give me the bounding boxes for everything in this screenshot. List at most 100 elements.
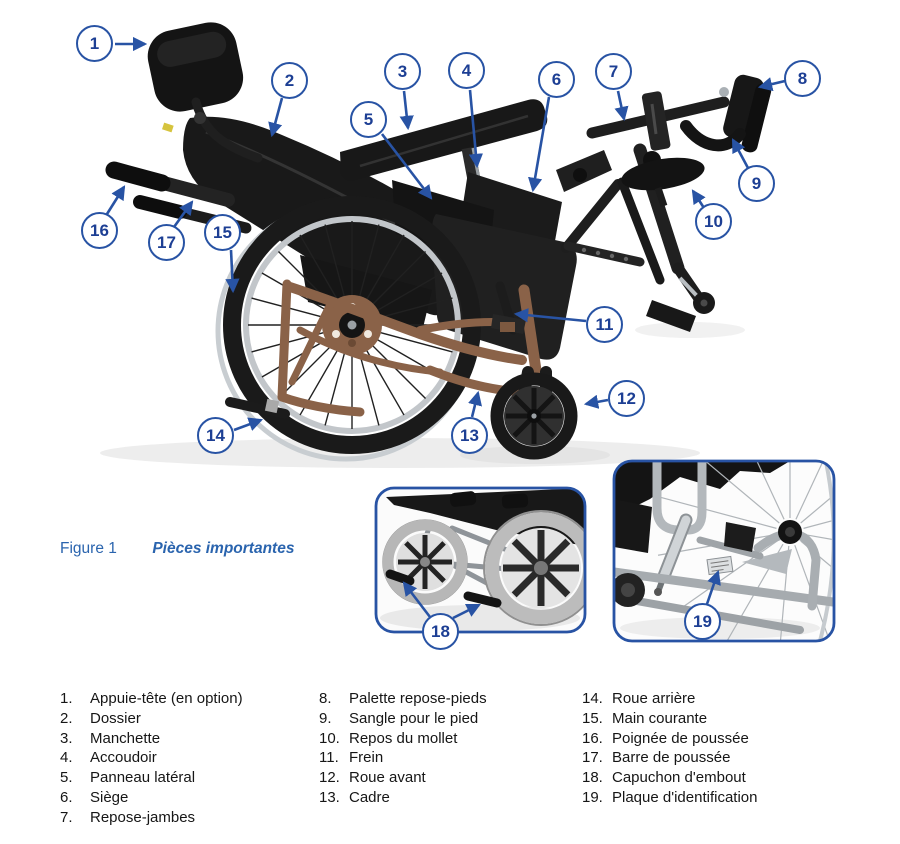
callout-arrow-11	[513, 308, 587, 323]
legend-item-4: 4. Accoudoir	[60, 748, 243, 768]
callout-arrow-8	[757, 77, 786, 92]
callout-9: 9	[738, 165, 775, 202]
legend-item-label: Accoudoir	[90, 749, 157, 767]
callout-1: 1	[76, 25, 113, 62]
callout-arrow-4	[468, 89, 484, 169]
callout-11: 11	[586, 306, 623, 343]
callout-14: 14	[197, 417, 234, 454]
legend-item-number: 4.	[60, 749, 73, 767]
anti-tip-bar	[225, 397, 290, 419]
legend-item-16: 16. Poignée de poussée	[582, 729, 757, 749]
headrest	[147, 22, 244, 112]
legend-item-7: 7. Repose-jambes	[60, 808, 243, 828]
callout-arrow-7	[614, 90, 629, 122]
legend-item-6: 6. Siège	[60, 788, 243, 808]
legend-item-3: 3. Manchette	[60, 729, 243, 749]
legend-item-number: 13.	[319, 788, 340, 806]
callout-arrow-16	[105, 185, 126, 215]
legend-item-label: Roue avant	[349, 769, 426, 787]
callout-2: 2	[271, 62, 308, 99]
legend-item-label: Manchette	[90, 729, 161, 747]
legend-item-number: 12.	[319, 769, 340, 787]
legend-item-label: Poignée de poussée	[612, 729, 749, 747]
front-caster-wheel	[490, 366, 578, 460]
callout-arrow-10	[691, 189, 706, 209]
headrest-post	[191, 97, 263, 163]
calf-pad	[621, 157, 705, 191]
callout-19: 19	[684, 603, 721, 640]
id-plate	[706, 555, 734, 576]
legend-item-label: Palette repose-pieds	[349, 690, 487, 707]
callout-8: 8	[784, 60, 821, 97]
callout-arrow-19	[705, 569, 721, 605]
inset-rear-view-photo	[374, 486, 587, 634]
callout-arrow-17	[172, 200, 194, 228]
legend-item-label: Siège	[90, 788, 129, 806]
callout-arrow-3	[399, 90, 414, 131]
seat-back-corner	[460, 172, 562, 252]
legend-item-number: 18.	[582, 769, 603, 787]
legend-item-13: 13.Cadre	[319, 788, 487, 808]
foot-plate	[723, 74, 772, 153]
figure-label: Figure 1	[60, 540, 117, 557]
callout-12: 12	[608, 380, 645, 417]
callout-arrow-18a	[402, 581, 432, 618]
legend-item-label: Repose-jambes	[90, 808, 196, 826]
end-caps	[385, 569, 502, 608]
legend-item-label: Barre de poussée	[612, 749, 731, 767]
legend-item-label: Dossier	[90, 709, 141, 727]
legend-item-number: 15.	[582, 709, 603, 727]
wheelchair-illustration	[100, 22, 836, 643]
callout-7: 7	[595, 53, 632, 90]
callout-arrow-15	[225, 249, 240, 294]
legend-item-number: 9.	[319, 709, 332, 727]
legend-item-12: 12. Roue avant	[319, 768, 487, 788]
legend-item-number: 3.	[60, 729, 73, 747]
legend-item-number: 6.	[60, 788, 73, 806]
callout-6: 6	[538, 61, 575, 98]
legend-item-label: Capuchon d'embout	[612, 769, 746, 787]
callout-5: 5	[350, 101, 387, 138]
inset-border	[374, 486, 587, 634]
callout-17: 17	[148, 224, 185, 261]
callout-arrow-14	[233, 417, 264, 432]
legend-item-1: 1. Appuie-tête (en option)	[60, 689, 243, 709]
callout-4: 4	[448, 52, 485, 89]
legend-item-label: Repos du mollet	[349, 729, 458, 747]
callout-arrow-12	[583, 394, 609, 409]
figure-title: Pièces importantes	[152, 540, 295, 557]
inset-border	[612, 459, 836, 643]
legend-item-number: 7.	[60, 808, 73, 826]
callout-18: 18	[422, 613, 459, 650]
callout-arrow-6	[528, 96, 551, 193]
callout-15: 15	[204, 214, 241, 251]
legend-item-label: Plaque d'identification	[612, 788, 758, 806]
legend-item-label: Main courante	[612, 709, 708, 727]
legend-item-number: 16.	[582, 729, 603, 747]
legend-item-15: 15. Main courante	[582, 709, 757, 729]
legend-item-number: 11.	[319, 749, 339, 767]
legend-item-19: 19.Plaque d'identification	[582, 788, 757, 808]
callout-10: 10	[695, 203, 732, 240]
callout-13: 13	[451, 417, 488, 454]
callout-16: 16	[81, 212, 118, 249]
legend-item-18: 18. Capuchon d'embout	[582, 768, 757, 788]
callout-arrow-18b	[452, 603, 481, 620]
legend-item-5: 5.Panneau latéral	[60, 768, 243, 788]
callout-3: 3	[384, 53, 421, 90]
legend-item-17: 17.Barre de poussée	[582, 748, 757, 768]
legend-item-number: 5.	[60, 769, 73, 787]
callout-arrow-5	[380, 133, 433, 200]
legend-item-label: Sangle pour le pied	[349, 709, 479, 727]
legend-item-label: Roue arrière	[612, 690, 696, 707]
callout-arrows	[105, 36, 786, 620]
legend-item-number: 1.	[60, 690, 73, 707]
legend-item-9: 9. Sangle pour le pied	[319, 709, 487, 729]
legend-item-10: 10.Repos du mollet	[319, 729, 487, 749]
legend-column-3: 14.Roue arrière 15.Main courante 16.Poig…	[582, 689, 757, 808]
legend-item-label: Appuie-tête (en option)	[90, 690, 243, 707]
inset-frame-photo	[612, 459, 836, 643]
legend-item-2: 2.Dossier	[60, 709, 243, 729]
figure-caption: Figure 1 Pièces importantes	[60, 540, 294, 558]
